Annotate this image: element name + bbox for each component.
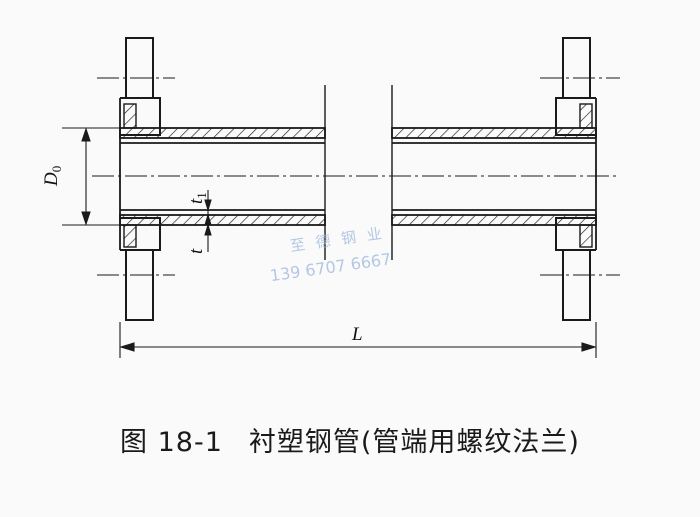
l-dimension: [119, 322, 597, 358]
d0-dimension: [62, 127, 120, 226]
left-top-liner-step: [123, 103, 137, 129]
right-flange-top-tab: [562, 37, 591, 99]
left-flange: [120, 37, 161, 321]
right-top-wall: [391, 127, 597, 139]
right-bottom-liner-step: [579, 224, 593, 248]
left-flange-top-tab: [125, 37, 154, 99]
watermark-name: 至 德 钢 业: [289, 224, 386, 255]
t-label: t: [186, 248, 207, 254]
right-top-liner-step: [579, 103, 593, 129]
d0-label: D0: [41, 166, 64, 187]
figure-title: 衬塑钢管(管端用螺纹法兰): [248, 427, 580, 458]
l-label: L: [351, 324, 363, 345]
break-lines: [324, 85, 393, 260]
watermark-phone: 139 6707 6667: [269, 249, 393, 285]
left-bottom-liner-step: [123, 224, 137, 248]
right-bottom-wall: [391, 214, 597, 226]
figure-caption: 图 18-1 衬塑钢管(管端用螺纹法兰): [0, 420, 700, 459]
t1-label: t1: [186, 192, 209, 204]
right-flange: [555, 37, 596, 321]
left-flange-bottom-tab: [125, 249, 154, 321]
left-bottom-wall: [119, 214, 326, 226]
left-top-wall: [119, 127, 326, 139]
thickness-dimension: [204, 190, 212, 252]
right-flange-bottom-tab: [562, 249, 591, 321]
pipe-drawing: D0 t1 t L 至 德 钢 业 139 6707 6667: [41, 37, 620, 358]
centerlines: [92, 77, 620, 276]
watermark: 至 德 钢 业 139 6707 6667: [269, 224, 393, 285]
figure-number: 图 18-1: [120, 427, 223, 458]
